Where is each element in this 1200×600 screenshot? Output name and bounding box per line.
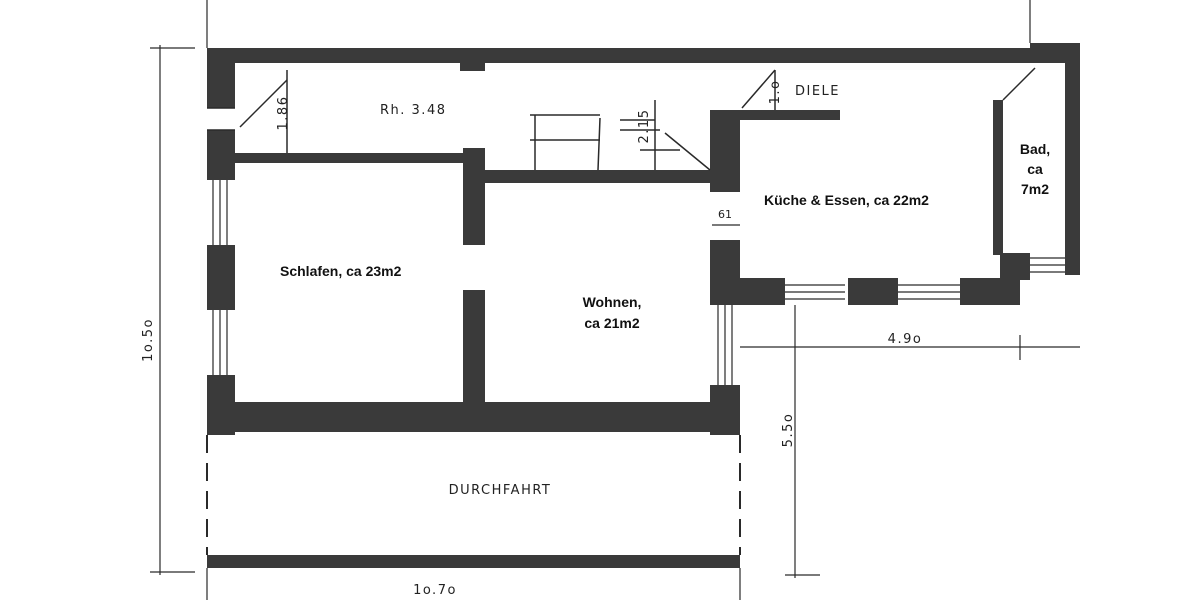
room-label-bad-1: Bad, — [1020, 141, 1050, 157]
room-label-bad-3: 7m2 — [1021, 181, 1049, 197]
room-label-rh: Rh. 3.48 — [380, 103, 446, 118]
room-label-kueche: Küche & Essen, ca 22m2 — [764, 192, 929, 208]
dimension-1-86: 1.86 — [276, 96, 291, 131]
dimension-10-50: 1o.5o — [141, 318, 156, 362]
dimension-4-90: 4.9o — [888, 332, 923, 347]
walls — [207, 43, 1080, 568]
dimension-61: 61 — [718, 208, 732, 221]
doors-and-stairs — [207, 67, 1036, 171]
room-label-wohnen-1: Wohnen, — [583, 294, 642, 310]
room-label-durchfahrt: DURCHFAHRT — [449, 483, 552, 498]
room-label-bad-2: ca — [1027, 161, 1043, 177]
windows — [212, 180, 1065, 385]
room-label-diele: DIELE — [795, 84, 840, 99]
dimension-10-70: 1o.7o — [413, 583, 457, 598]
dimension-1-0: 1.o — [768, 80, 783, 105]
dimension-2-15: 2.15 — [637, 109, 652, 144]
dimension-lines — [150, 0, 1080, 600]
room-label-schlafen: Schlafen, ca 23m2 — [280, 263, 402, 279]
room-label-wohnen-2: ca 21m2 — [584, 315, 639, 331]
dimension-5-50: 5.5o — [781, 413, 796, 448]
